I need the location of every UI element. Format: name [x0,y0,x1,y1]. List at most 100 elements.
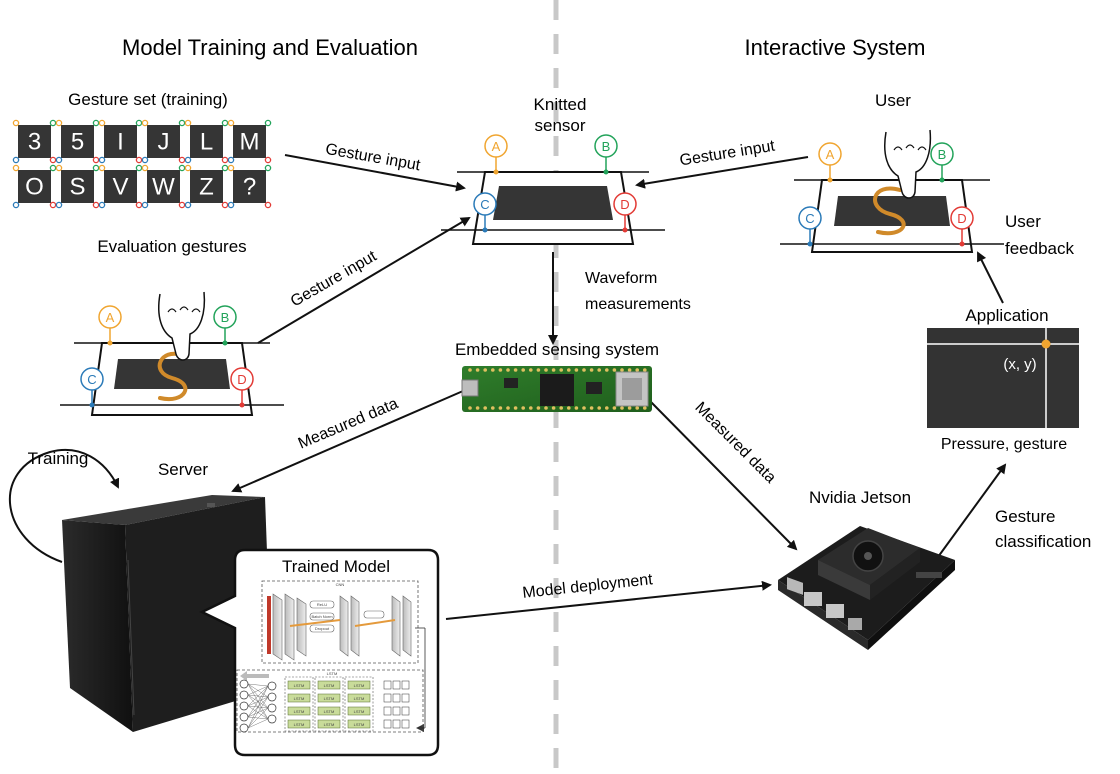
electrode-label: A [106,310,115,325]
board-pin [491,406,495,410]
gesture-glyph: S [69,174,85,201]
electrode-dot [49,201,57,209]
electrode-label: D [957,211,966,226]
gesture-tile [104,125,137,158]
board-pin [635,368,639,372]
electrode-label: A [492,139,501,154]
trained-model-title: Trained Model [282,557,390,576]
output-cell [401,719,410,729]
output-cell [392,719,401,729]
board-pin [567,406,571,410]
electrode-dot [141,164,149,172]
electrode-dot [264,201,272,209]
embedded-title: Embedded sensing system [455,340,659,359]
lstm-layer-box [284,676,314,732]
lstm-cell-label: LSTM [324,709,335,714]
output-cell [401,706,410,716]
label-gesture-class-1: Gesture [995,507,1055,526]
cnn-box [261,580,419,664]
board-pin [620,368,624,372]
output-cell [401,680,410,690]
electrode-label: D [237,372,246,387]
board-pin [582,406,586,410]
electrode-marker [798,206,822,230]
electrode-dot [178,119,186,127]
nn-node [267,703,277,713]
header-right: Interactive System [745,35,926,60]
lstm-cell [317,719,341,729]
electrode-dot [135,156,143,164]
hand-knuckles [893,144,927,151]
electrode-dot [178,164,186,172]
electrode-dot [264,119,272,127]
electrode-dot [141,201,149,209]
nn-node [239,690,249,700]
electrode-dot [12,156,20,164]
lstm-cell-label: LSTM [294,709,305,714]
electrode-dot [141,119,149,127]
output-cell [401,693,410,703]
electrode-node [89,402,95,408]
gesture-glyph: Z [199,174,214,201]
electrode-dot [55,164,63,172]
lstm-cell-label: LSTM [354,709,365,714]
electrode-dot [55,119,63,127]
lstm-layer-box [344,676,374,732]
electrode-label: D [620,197,629,212]
gesture-glyph: M [240,129,260,156]
electrode-label: C [480,197,489,212]
gesture-tile [18,125,51,158]
lstm-cell-label: LSTM [294,722,305,727]
electrode-marker [594,134,618,158]
electrode-label: B [938,147,947,162]
electrode-label: B [221,310,230,325]
electrode-node [827,177,833,183]
hand-knuckles [167,306,201,313]
gesture-glyph: I [117,129,124,156]
gesture-set-title: Gesture set (training) [68,90,228,109]
nn-edge [247,685,269,696]
knitted-sensor-title-1: Knitted [534,95,587,114]
board-pin [627,406,632,410]
gesture-tile [147,170,180,203]
lstm-cell-label: LSTM [354,696,365,701]
nn-node [267,692,277,702]
cnn-relu: ReLU [317,602,327,607]
nn-edge [247,718,269,729]
lstm-cell [287,719,311,729]
board-pin [627,368,632,372]
cnn-batchnorm: Batch Norm [311,614,333,619]
electrode-node [482,227,488,233]
gesture-stroke [157,351,188,402]
arrow-user-feedback [977,251,1004,304]
electrode-dot [135,201,143,209]
label-user-feedback-2: feedback [1005,239,1074,258]
nn-edge [247,685,269,718]
label-gesture-class-2: classification [995,532,1091,551]
label-user-feedback-1: User [1005,212,1041,231]
board-pin [643,406,647,410]
board-pin [567,368,571,372]
electrode-dot [178,201,186,209]
application-title: Application [965,306,1048,325]
nn-node [239,723,249,733]
label-model-deployment: Model deployment [522,571,654,602]
gesture-glyph: J [158,129,170,156]
nn-node [239,712,249,722]
board-pin [491,368,495,372]
nn-edge [247,685,269,707]
board-pin [475,406,480,410]
jetson-board [778,526,955,650]
nn-edge [247,683,269,687]
electrode-dot [184,201,192,209]
board-pin [582,368,586,372]
user-title: User [875,91,911,110]
lstm-cell [347,693,371,703]
gesture-glyph: W [152,174,175,201]
electrode-node [807,241,813,247]
electrode-label: C [805,211,814,226]
application-screen [927,328,1079,428]
